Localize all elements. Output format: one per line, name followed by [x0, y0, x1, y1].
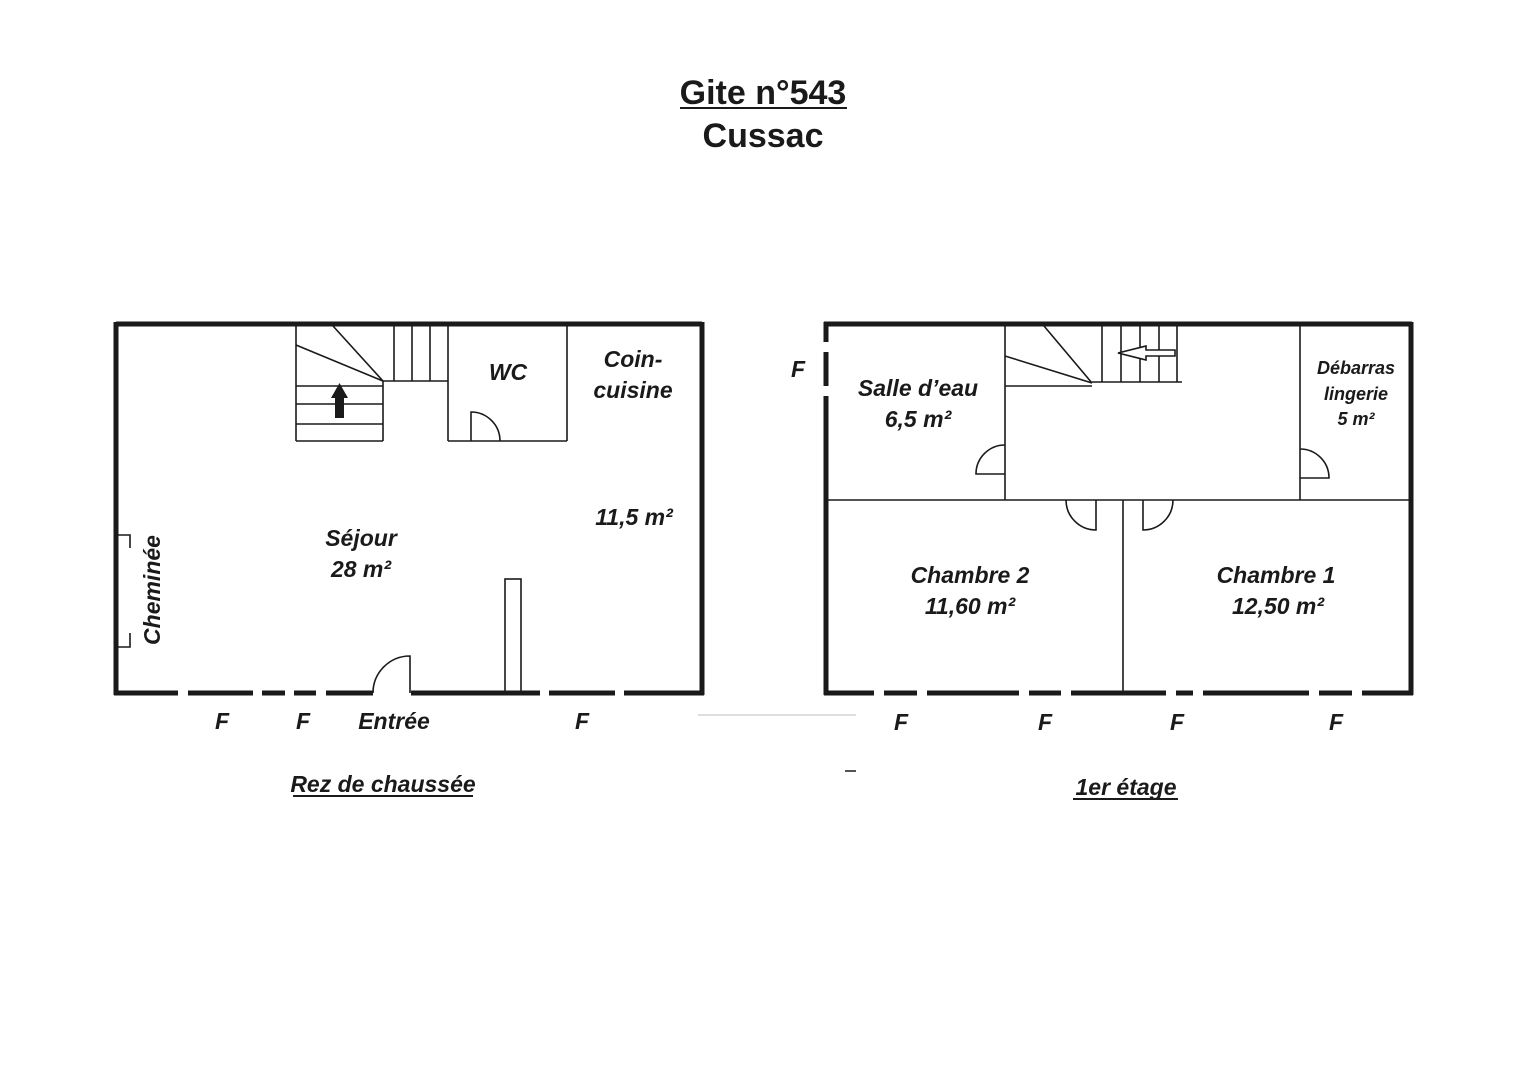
stair-left-arrow-icon [1117, 344, 1176, 362]
gf-window-mark: F [215, 708, 230, 734]
gf-wc-room [447, 326, 568, 442]
gf-entrance-door [372, 655, 411, 694]
area-bathroom: 6,5 m² [885, 406, 953, 432]
stair-up-arrow-icon [331, 383, 348, 418]
gf-window-mark: F [296, 708, 311, 734]
label-storage-line2: lingerie [1324, 384, 1388, 404]
label-bathroom: Salle d’eau [858, 375, 978, 401]
area-sejour: 28 m² [330, 556, 392, 582]
ff-window-mark: F [1170, 709, 1185, 735]
area-storage: 5 m² [1337, 409, 1375, 429]
ff-window-mark: F [1038, 709, 1053, 735]
gf-entrance-label: Entrée [358, 708, 430, 734]
label-wc: WC [489, 359, 528, 385]
door-swing-icon [470, 411, 501, 442]
ff-partitions [826, 326, 1411, 693]
door-swing-icon [1142, 499, 1174, 531]
page-title: Gite n°543 [680, 74, 847, 112]
label-bedroom1: Chambre 1 [1217, 562, 1336, 588]
first-floor-plan: Salle d’eau 6,5 m² Débarras lingerie 5 m… [791, 321, 1414, 800]
gf-partition [504, 578, 522, 694]
ground-floor-plan: Séjour 28 m² WC Coin- cuisine 11,5 m² Ch… [113, 321, 705, 797]
ff-side-window-mark: F [791, 356, 806, 382]
label-sejour: Séjour [325, 525, 398, 551]
area-kitchen: 11,5 m² [595, 504, 674, 530]
ff-window-mark: F [1329, 709, 1344, 735]
door-swing-icon [1299, 448, 1330, 479]
label-fireplace: Cheminée [139, 535, 165, 645]
page-subtitle: Cussac [703, 117, 824, 155]
door-swing-icon [1065, 499, 1097, 531]
label-bedroom2: Chambre 2 [911, 562, 1030, 588]
gf-caption: Rez de chaussée [290, 771, 476, 797]
label-storage-line1: Débarras [1317, 358, 1395, 378]
ff-caption: 1er étage [1075, 774, 1176, 800]
ff-staircase [1004, 325, 1182, 387]
ff-window-mark: F [894, 709, 909, 735]
gf-window-mark: F [575, 708, 590, 734]
label-kitchen-line1: Coin- [604, 346, 663, 372]
gf-staircase [295, 325, 448, 442]
area-bedroom2: 11,60 m² [925, 593, 1017, 619]
label-kitchen-line2: cuisine [593, 377, 672, 403]
gf-fireplace-bracket [116, 534, 131, 648]
area-bedroom1: 12,50 m² [1232, 593, 1325, 619]
door-swing-icon [975, 444, 1006, 475]
